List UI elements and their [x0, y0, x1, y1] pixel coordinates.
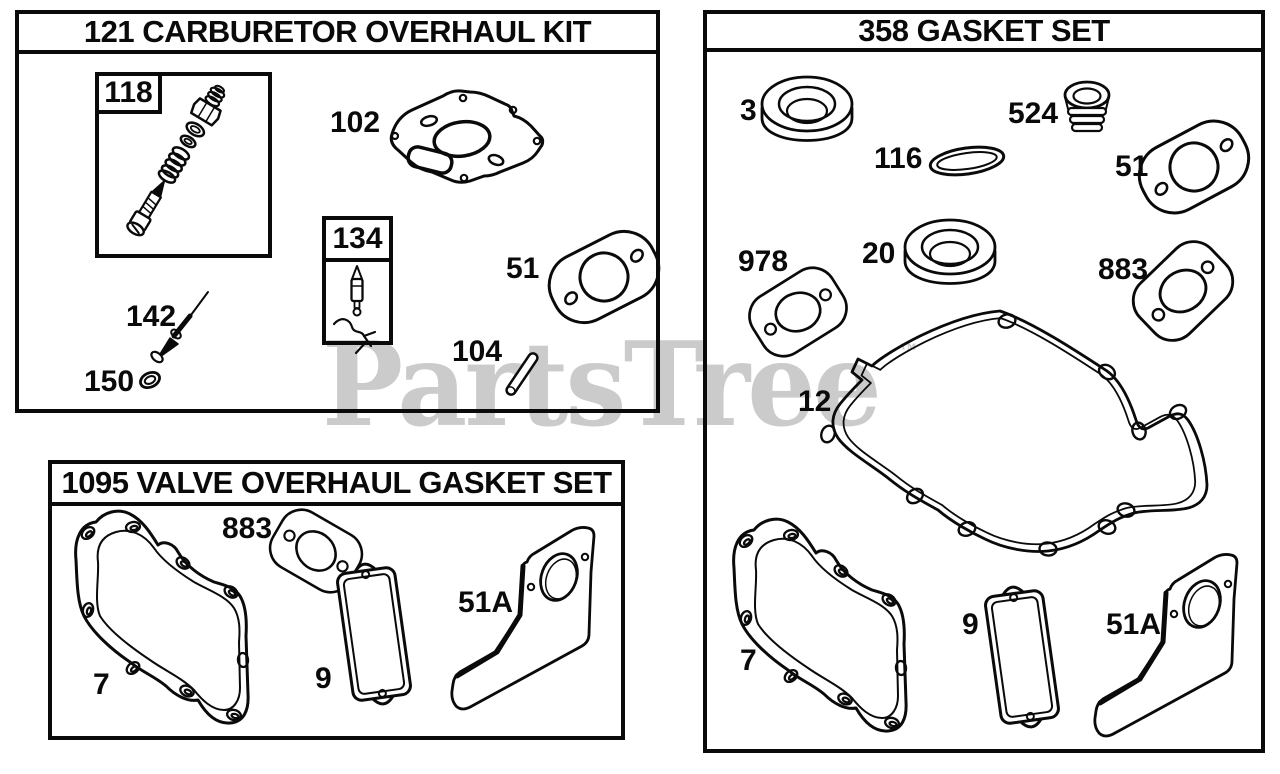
part-9-breather-gasket-valve-set [333, 558, 415, 710]
part-118-needle-seat-assembly [126, 84, 226, 237]
panel-title-gasket-set: 358 GASKET SET [707, 14, 1261, 52]
part-20-oil-seal-pto [903, 218, 997, 285]
part-3-oil-seal [760, 75, 854, 142]
part-label-51A-gasket-set: 51A [1106, 608, 1162, 641]
part-label-12: 12 [798, 385, 832, 418]
part-524-threaded-plug [1063, 80, 1111, 133]
part-150-seal-washer [139, 370, 161, 390]
part-12-crankcase-sump-gasket [820, 309, 1209, 557]
part-label-51-gasket-set: 51 [1115, 150, 1149, 183]
part-102-carburetor-body-gasket [389, 89, 545, 184]
panel-valve-overhaul-gasket-set: 1095 VALVE OVERHAUL GASKET SET [48, 460, 625, 740]
subbox-134-label-cell: 134 [326, 220, 389, 262]
panel-title-carburetor-kit: 121 CARBURETOR OVERHAUL KIT [19, 14, 656, 54]
part-label-20: 20 [862, 237, 896, 270]
part-134-inlet-needle-and-clip [332, 265, 377, 355]
part-label-51-carb-kit: 51 [506, 252, 540, 285]
part-104-pin [505, 352, 539, 396]
part-label-150: 150 [84, 365, 135, 398]
part-label-7-gasket-set: 7 [740, 644, 757, 677]
part-label-7-valve-set: 7 [93, 668, 110, 701]
subbox-134: 134 [322, 216, 393, 345]
part-7-crankcase-gasket-gasket-set [732, 517, 909, 733]
part-label-3: 3 [740, 94, 757, 127]
part-label-116: 116 [874, 142, 923, 175]
part-142-needle-valve [150, 291, 209, 364]
part-label-883-gasket-set: 883 [1098, 253, 1149, 286]
panel-carburetor-overhaul-kit: 121 CARBURETOR OVERHAUL KIT [15, 10, 660, 413]
part-label-978: 978 [738, 245, 789, 278]
part-label-883-valve-set: 883 [222, 512, 273, 545]
part-label-524: 524 [1008, 97, 1059, 130]
part-51-exhaust-gasket-carb-kit [536, 218, 672, 336]
subbox-118-label-cell: 118 [99, 76, 162, 114]
part-label-104: 104 [452, 335, 503, 368]
part-label-51A-valve-set: 51A [458, 586, 514, 619]
watermark-text: PartsTree [322, 317, 882, 453]
panel-title-valve-gasket-set: 1095 VALVE OVERHAUL GASKET SET [52, 464, 621, 506]
part-51A-plate-gasket-gasket-set [1095, 554, 1237, 736]
part-label-134: 134 [332, 222, 383, 255]
part-9-breather-gasket-gasket-set [981, 581, 1063, 733]
panel-gasket-set: 358 GASKET SET [703, 10, 1265, 753]
part-label-9-gasket-set: 9 [962, 608, 979, 641]
part-883-intake-gasket-gasket-set [1121, 229, 1245, 353]
part-label-9-valve-set: 9 [315, 662, 332, 695]
part-label-142: 142 [126, 300, 177, 333]
subbox-118: 118 [95, 72, 272, 258]
part-label-118: 118 [104, 76, 153, 109]
part-label-102: 102 [330, 106, 381, 139]
part-116-o-ring [928, 145, 1006, 177]
